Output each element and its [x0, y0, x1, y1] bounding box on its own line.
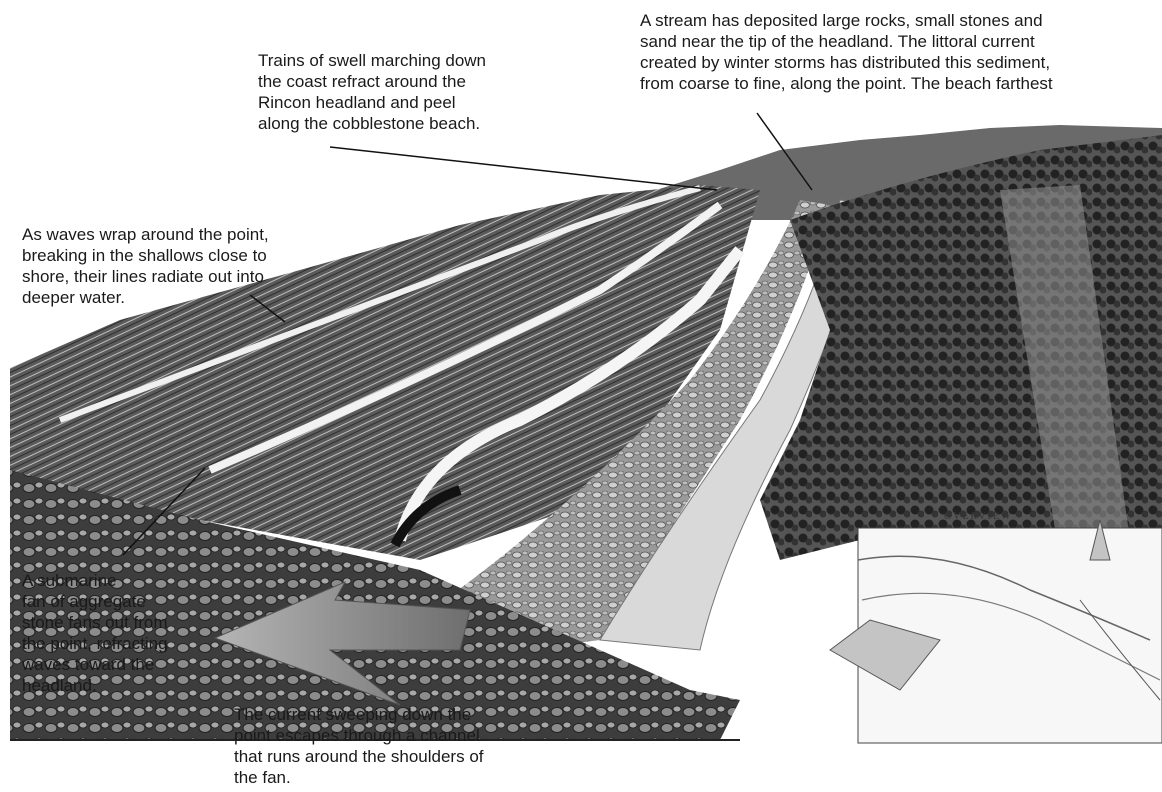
caption-submarine-fan: A submarine fan of aggregate stone fans … — [22, 570, 232, 696]
overview-inset — [830, 520, 1162, 743]
caption-current-channel: The current sweeping down the point esca… — [234, 704, 564, 792]
caption-stream-sediment: A stream has deposited large rocks, smal… — [640, 10, 1160, 98]
caption-swell-refraction: Trains of swell marching down the coast … — [258, 50, 578, 134]
overview-label: OVERVIEW — [944, 511, 1013, 522]
leader-swell — [330, 147, 717, 190]
caption-waves-wrap: As waves wrap around the point, breaking… — [22, 224, 352, 308]
